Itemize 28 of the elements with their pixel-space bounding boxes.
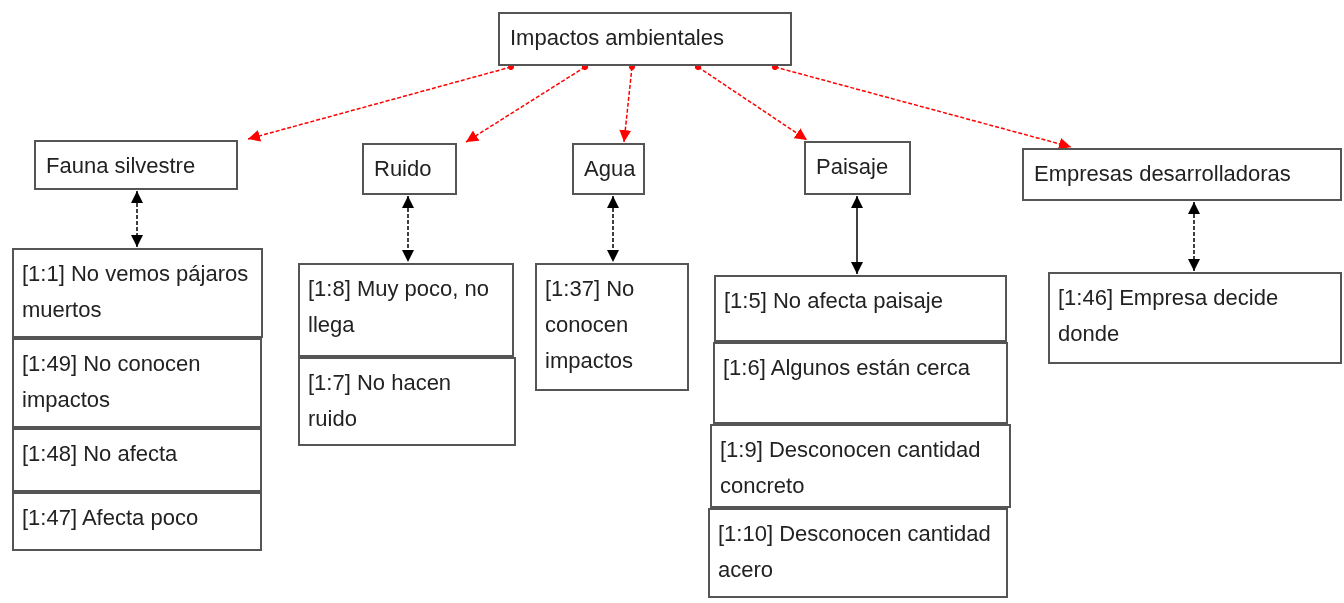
- quote-box: [1:7] No hacen ruido: [298, 357, 516, 446]
- connector-arrow: [607, 195, 619, 263]
- category-box: Fauna silvestre: [34, 140, 238, 190]
- quote-box: [1:8] Muy poco, no llega: [298, 263, 514, 357]
- connector-arrow: [851, 195, 863, 275]
- connector-arrow: [247, 64, 514, 142]
- connector-arrow: [772, 64, 1072, 150]
- quote-box: [1:10] Desconocen cantidad acero: [708, 508, 1008, 598]
- quote-box: [1:5] No afecta paisaje: [714, 275, 1007, 342]
- category-box: Empresas desarrolladoras: [1022, 148, 1342, 201]
- quote-box: [1:6] Algunos están cerca: [713, 342, 1008, 424]
- connector-arrow: [619, 64, 635, 143]
- connector-arrow: [131, 190, 143, 248]
- quote-box: [1:48] No afecta: [12, 428, 262, 492]
- root-topic-box: Impactos ambientales: [498, 12, 792, 66]
- quote-box: [1:9] Desconocen cantidad concreto: [710, 424, 1011, 508]
- category-box: Paisaje: [804, 141, 911, 195]
- connector-arrow: [402, 195, 414, 263]
- quote-box: [1:1] No vemos pájaros muertos: [12, 248, 263, 338]
- category-box: Ruido: [362, 143, 457, 195]
- quote-box: [1:49] No conocen impactos: [12, 338, 262, 428]
- quote-box: [1:37] No conocen impactos: [535, 263, 689, 391]
- connector-arrow: [695, 64, 808, 141]
- quote-box: [1:47] Afecta poco: [12, 492, 262, 551]
- category-box: Agua: [572, 143, 645, 195]
- quote-box: [1:46] Empresa decide donde: [1048, 272, 1342, 364]
- connector-arrow: [465, 64, 588, 143]
- connector-arrow: [1188, 201, 1200, 272]
